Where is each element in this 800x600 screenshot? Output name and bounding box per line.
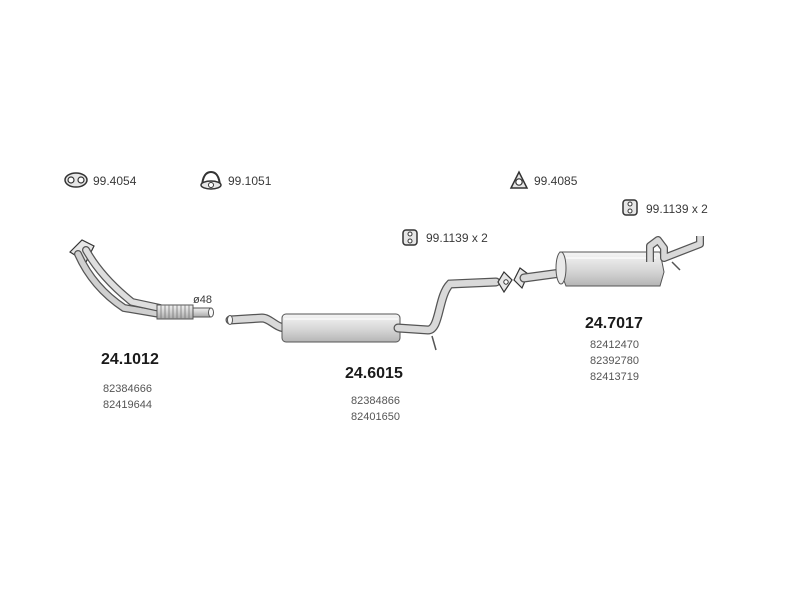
front-pipe-part <box>69 239 214 320</box>
part-number-centre-silencer: 24.6015 <box>345 365 403 382</box>
oem-number: 82413719 <box>590 371 639 383</box>
part-number-rear-silencer: 24.7017 <box>585 315 643 332</box>
gasket-icon <box>64 172 88 188</box>
oem-number: 82412470 <box>590 339 639 351</box>
accessory-label-gasket-2: 99.4085 <box>534 174 578 188</box>
accessory-label-hanger-rear: 99.1139 x 2 <box>646 202 708 216</box>
oem-number: 82419644 <box>103 399 152 411</box>
accessory-label-hanger-front: 99.1139 x 2 <box>426 231 488 245</box>
oem-number: 82401650 <box>351 411 400 423</box>
clamp-icon <box>200 170 222 190</box>
rubber-hanger-icon <box>402 229 418 246</box>
oem-number: 82384866 <box>351 395 400 407</box>
accessory-label-gasket-1: 99.4054 <box>93 174 137 188</box>
oem-number: 82384666 <box>103 383 152 395</box>
accessory-label-clamp: 99.1051 <box>228 174 272 188</box>
part-number-front-pipe: 24.1012 <box>101 351 159 368</box>
pipe-diameter-label: ø48 <box>193 294 212 306</box>
rear-silencer-part <box>513 236 704 290</box>
oem-number: 82392780 <box>590 355 639 367</box>
gasket-icon <box>509 170 529 189</box>
rubber-hanger-icon <box>622 199 638 216</box>
centre-silencer-part <box>225 271 513 351</box>
